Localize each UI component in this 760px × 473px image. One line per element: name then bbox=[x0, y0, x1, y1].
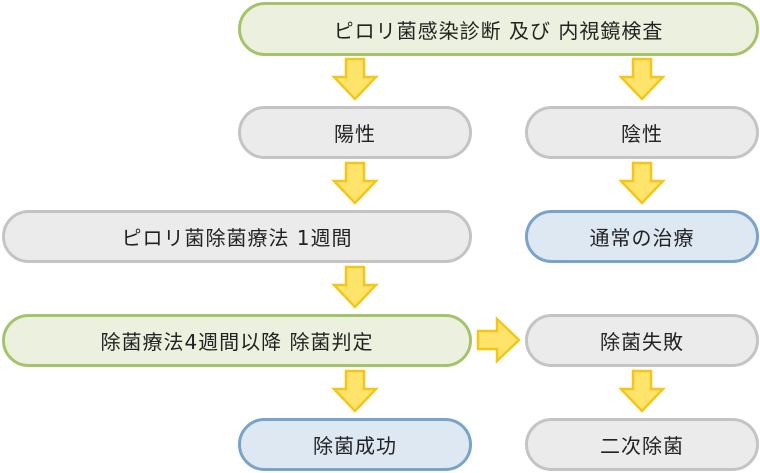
arrow-down-icon bbox=[619, 161, 665, 205]
node-normal-treatment: 通常の治療 bbox=[525, 210, 759, 263]
node-success: 除菌成功 bbox=[238, 418, 472, 471]
arrow-down-icon bbox=[619, 57, 665, 101]
node-positive: 陽性 bbox=[238, 106, 472, 159]
arrow-down-icon bbox=[332, 57, 378, 101]
arrow-down-icon bbox=[332, 161, 378, 205]
arrow-right-icon bbox=[476, 316, 521, 364]
node-eradication-therapy: ピロリ菌除菌療法 1週間 bbox=[2, 210, 472, 263]
arrow-down-icon bbox=[332, 369, 378, 413]
node-negative: 陰性 bbox=[525, 106, 759, 159]
arrow-down-icon bbox=[619, 369, 665, 413]
arrow-down-icon bbox=[332, 265, 378, 309]
node-diagnosis: ピロリ菌感染診断 及び 内視鏡検査 bbox=[238, 2, 759, 56]
node-second-eradication: 二次除菌 bbox=[525, 418, 759, 471]
node-failure: 除菌失敗 bbox=[525, 314, 759, 367]
node-judgement: 除菌療法4週間以降 除菌判定 bbox=[2, 314, 472, 367]
